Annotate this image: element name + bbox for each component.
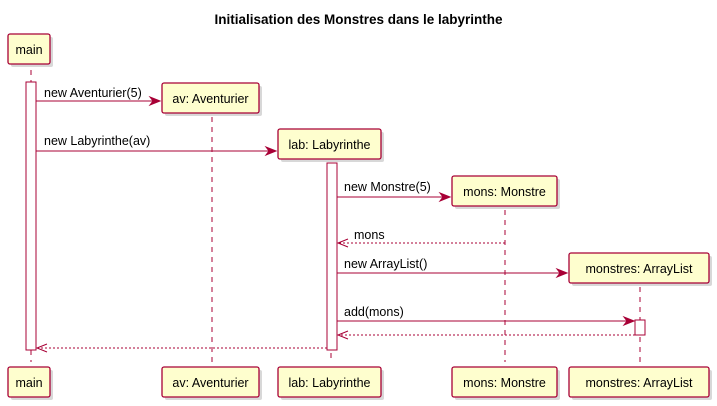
participant-monstres-top: monstres: ArrayList [568, 252, 712, 286]
activation-lab [326, 162, 338, 351]
participant-av-bottom: av: Aventurier [161, 366, 262, 400]
participant-label: av: Aventurier [172, 376, 248, 390]
participant-label: mons: Monstre [463, 185, 546, 199]
participant-main-top: main [7, 33, 53, 67]
participant-mons-bottom: mons: Monstre [451, 366, 560, 400]
participant-mons-top: mons: Monstre [451, 175, 560, 209]
message-return-add [336, 330, 635, 340]
participant-label: monstres: ArrayList [586, 376, 694, 390]
message-label: new Aventurier(5) [44, 86, 142, 100]
participant-main-bottom: main [7, 366, 53, 400]
message-label: mons [354, 228, 385, 242]
participant-label: main [15, 43, 42, 57]
activation-main [25, 81, 37, 351]
participant-monstres-bottom: monstres: ArrayList [568, 366, 712, 400]
participant-lab-bottom: lab: Labyrinthe [277, 366, 384, 400]
message-label: new Monstre(5) [344, 180, 431, 194]
participant-label: av: Aventurier [172, 92, 248, 106]
activation-monstres [634, 319, 646, 336]
message-new-arraylist: new ArrayList() [337, 257, 569, 279]
message-label: new ArrayList() [344, 257, 427, 271]
participant-label: main [15, 376, 42, 390]
participant-av-top: av: Aventurier [161, 82, 262, 116]
participant-label: mons: Monstre [463, 376, 546, 390]
participant-lab-top: lab: Labyrinthe [277, 128, 384, 162]
message-return-main [35, 343, 327, 353]
message-new-monstre: new Monstre(5) [337, 180, 452, 203]
diagram-title: Initialisation des Monstres dans le laby… [214, 12, 503, 27]
message-label: add(mons) [344, 305, 404, 319]
participant-label: monstres: ArrayList [586, 262, 694, 276]
message-label: new Labyrinthe(av) [44, 134, 150, 148]
participant-label: lab: Labyrinthe [288, 138, 370, 152]
message-return-mons: mons [336, 228, 505, 248]
participant-label: lab: Labyrinthe [288, 376, 370, 390]
message-add-mons: add(mons) [337, 305, 636, 327]
message-new-labyrinthe: new Labyrinthe(av) [36, 134, 278, 157]
message-new-aventurier: new Aventurier(5) [36, 86, 162, 107]
